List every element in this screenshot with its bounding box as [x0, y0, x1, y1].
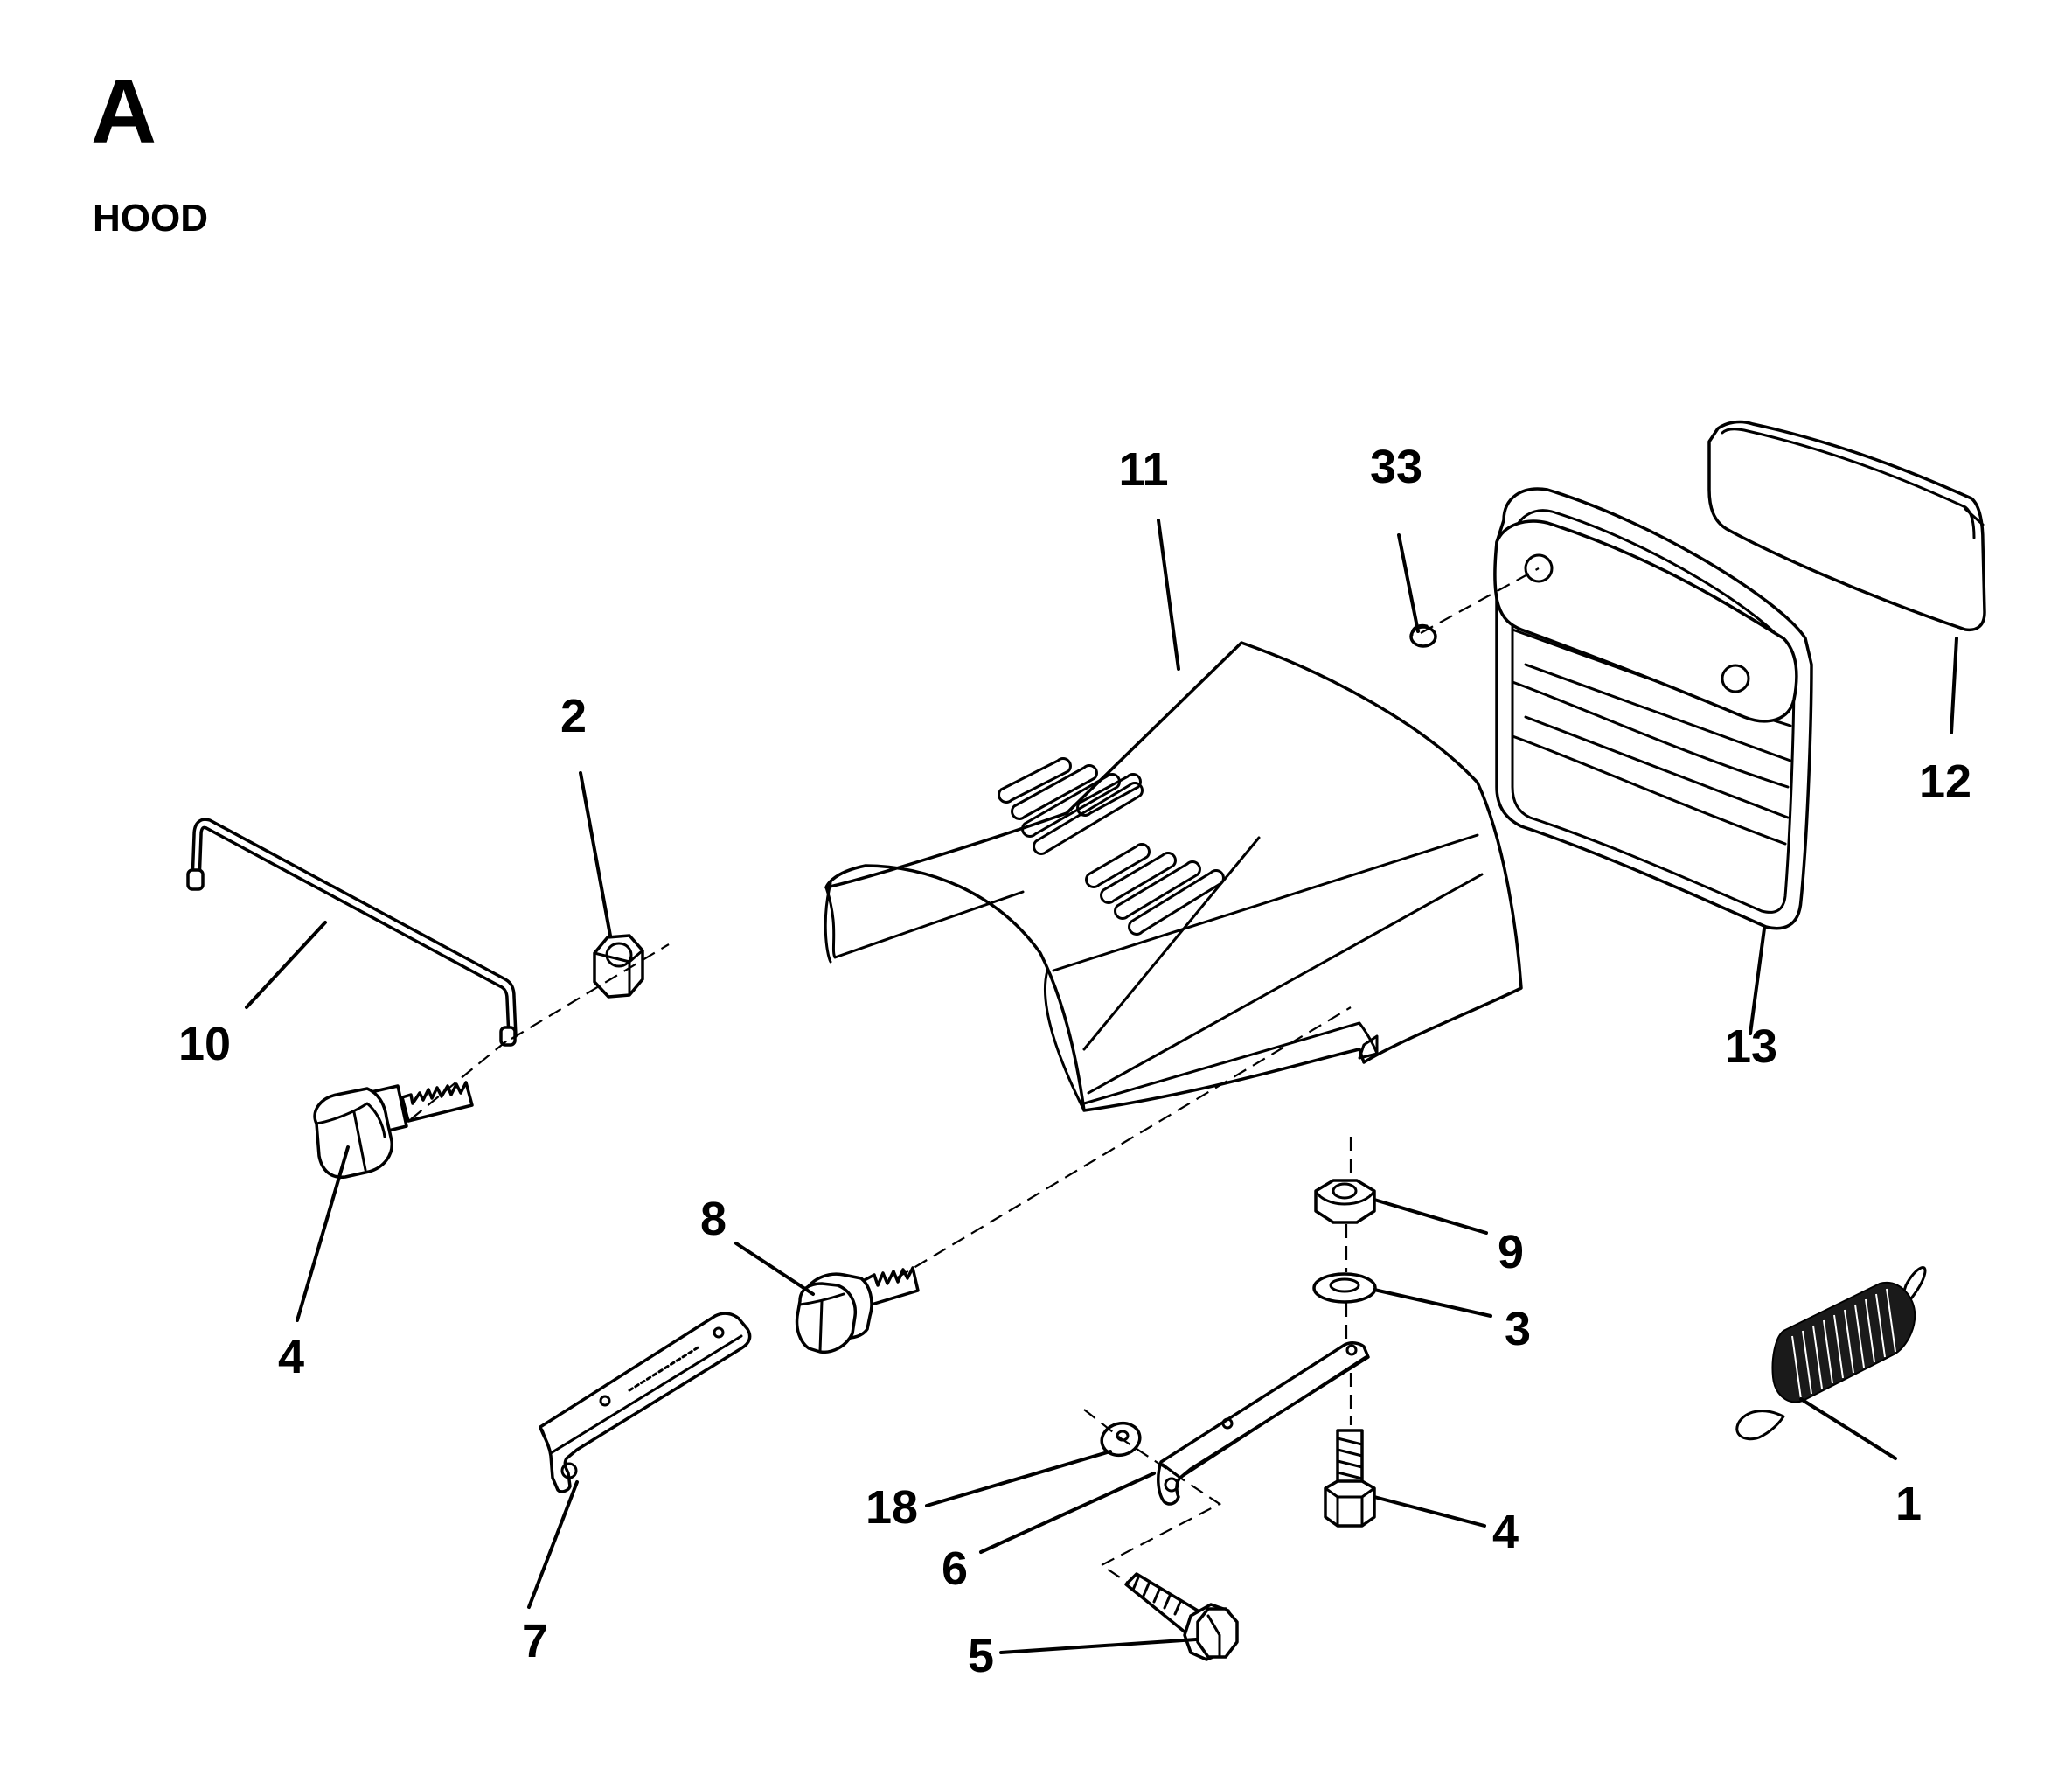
callout-8: 8 [700, 1193, 727, 1245]
callout-6: 6 [942, 1542, 968, 1595]
callout-1: 1 [1895, 1478, 1922, 1530]
support-rod-part [186, 818, 518, 1047]
callout-3: 3 [1505, 1303, 1531, 1355]
callout-4-left: 4 [278, 1331, 304, 1383]
callout-13: 13 [1725, 1020, 1777, 1073]
callout-12: 12 [1919, 755, 1971, 808]
callout-11: 11 [1118, 443, 1168, 496]
section-title: HOOD [93, 197, 208, 240]
hood-bracket-part-7 [539, 1312, 752, 1493]
callout-7: 7 [522, 1615, 548, 1667]
callout-leader-lines [245, 519, 1958, 1654]
section-letter: A [91, 61, 157, 163]
hood-part [824, 641, 1523, 1112]
callout-labels: 11 33 12 13 2 10 4 8 9 3 1 4 18 6 7 5 [178, 441, 1971, 1682]
callout-5: 5 [968, 1630, 994, 1682]
callout-4-right: 4 [1492, 1506, 1519, 1558]
callout-33: 33 [1370, 441, 1422, 493]
nut-part-2 [593, 934, 644, 999]
washer-part-3 [1312, 1272, 1377, 1304]
callout-18: 18 [866, 1481, 918, 1534]
callout-2: 2 [560, 690, 587, 742]
bolt-part-4-left [313, 1081, 474, 1179]
hood-vent-slots [998, 757, 1225, 936]
plug-part [1409, 623, 1437, 648]
callout-9: 9 [1498, 1226, 1524, 1278]
spring-part-1 [1735, 1266, 1927, 1441]
callout-10: 10 [178, 1018, 231, 1070]
flange-bolt-part-8 [795, 1266, 920, 1354]
grille-part [1493, 487, 1813, 930]
nut-part-9 [1314, 1179, 1376, 1224]
assembly-axis-lines [410, 567, 1540, 1584]
bolt-part-5 [1124, 1572, 1239, 1661]
emblem-plate-part [1707, 420, 1986, 632]
bolt-part-4-right [1324, 1429, 1376, 1528]
